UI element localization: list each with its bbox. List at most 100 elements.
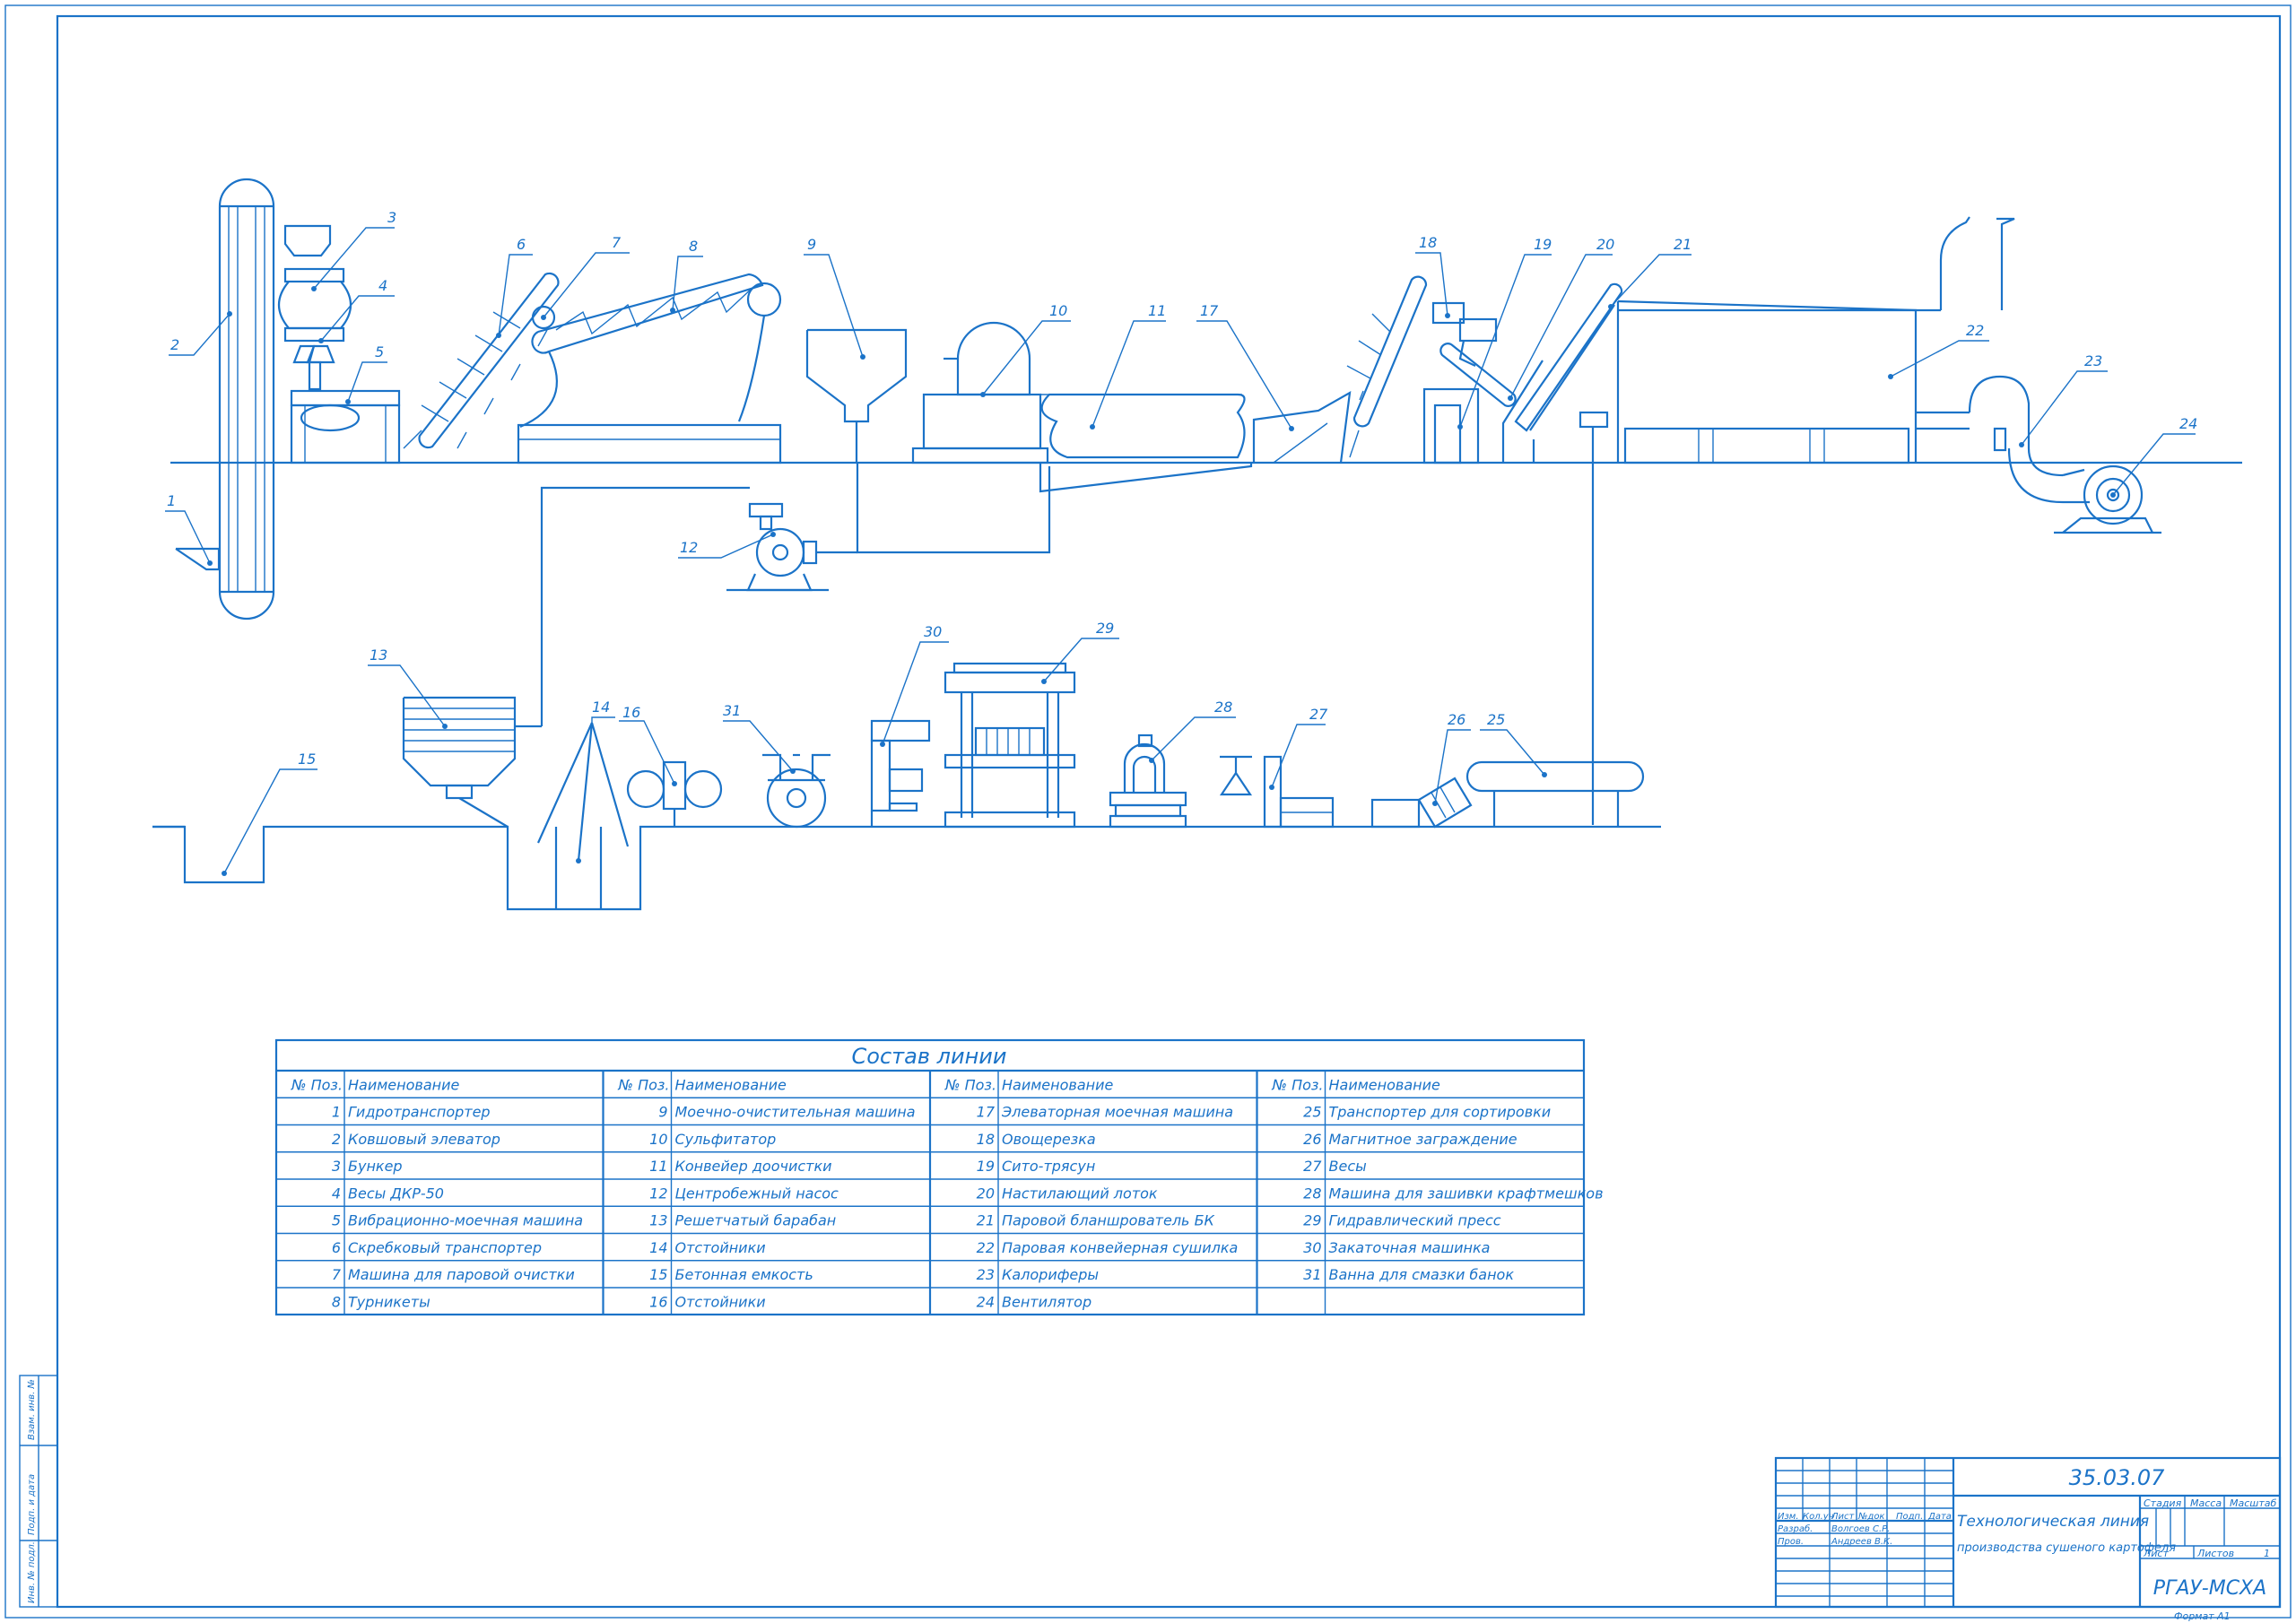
table-cell-no: 14 [649, 1239, 667, 1256]
tb-hdr-izm: Изм. [1778, 1512, 1799, 1522]
position-label-2: 2 [170, 336, 179, 353]
position-label-24: 24 [2179, 415, 2197, 432]
table-cell-name: Машина для зашивки крафтмешков [1329, 1185, 1604, 1202]
leader-17: 17 [1196, 302, 1294, 431]
table-cell-no: 11 [649, 1158, 667, 1175]
leader-18: 18 [1415, 234, 1450, 318]
leader-22: 22 [1888, 322, 1989, 379]
side-inv-podl: Инв. № подл. [27, 1541, 37, 1603]
equipment-22-conveyor-dryer [1616, 216, 2015, 464]
tb-format: Формат А1 [2174, 1610, 2231, 1622]
equipment-26-magnetic-barrier [1370, 777, 1473, 829]
table-header-name: Наименование [1329, 1076, 1440, 1093]
table-cell-name: Ковшовый элеватор [348, 1131, 500, 1148]
table-header-no: № Поз. [617, 1076, 669, 1093]
equipment-9-washing-machine [805, 328, 908, 463]
equipment-10-sulfitator [911, 321, 1049, 464]
table-cell-name: Вибрационно-моечная машина [348, 1212, 583, 1229]
position-label-25: 25 [1487, 711, 1505, 728]
leader-19: 19 [1457, 236, 1552, 430]
table-cell-name: Весы [1329, 1158, 1367, 1175]
equipment-16-settlers [626, 760, 723, 827]
equipment-23-calorifers [1968, 375, 2090, 504]
position-label-14: 14 [592, 699, 610, 716]
leader-27: 27 [1269, 706, 1328, 790]
table-cell-no: 29 [1303, 1212, 1321, 1229]
table-cell-name: Транспортер для сортировки [1329, 1104, 1552, 1121]
position-label-31: 31 [723, 702, 741, 719]
leader-24: 24 [2110, 415, 2197, 498]
tb-prov-name: Андреев В.К. [1831, 1537, 1892, 1547]
table-cell-no: 9 [658, 1104, 667, 1121]
leader-23: 23 [2019, 352, 2108, 447]
position-label-5: 5 [375, 343, 384, 360]
table-cell-name: Сульфитатор [675, 1131, 777, 1148]
equipment-1-hydrotransporter [175, 547, 221, 571]
leader-10: 10 [980, 302, 1071, 397]
table-cell-name: Отстойники [675, 1239, 766, 1256]
equipment-29-hydraulic-press [944, 662, 1076, 829]
tb-org: РГАУ-МСХА [2153, 1577, 2266, 1600]
leader-31: 31 [723, 702, 796, 774]
leader-12: 12 [678, 532, 776, 559]
position-label-15: 15 [298, 751, 316, 768]
leader-29: 29 [1041, 620, 1119, 684]
table-cell-no: 13 [649, 1212, 667, 1229]
side-vzam-inv: Взам. инв. № [27, 1379, 37, 1440]
leader-11: 11 [1090, 302, 1166, 430]
tb-hdr-data: Дата [1927, 1512, 1952, 1522]
position-label-7: 7 [612, 234, 622, 251]
tb-hdr-ndok: №док [1857, 1512, 1884, 1522]
table-cell-no: 16 [649, 1293, 667, 1310]
table-header-no: № Поз. [291, 1076, 343, 1093]
table-cell-no: 3 [332, 1158, 341, 1175]
side-stamp: Инв. № подл. Подп. и дата Взам. инв. № [19, 1375, 58, 1608]
position-label-17: 17 [1200, 302, 1219, 319]
table-cell-no: 1 [332, 1104, 341, 1121]
tb-stadiya: Стадия [2144, 1497, 2182, 1509]
table-cell-no: 25 [1303, 1104, 1321, 1121]
leader-9: 9 [804, 236, 865, 360]
table-cell-no: 27 [1303, 1158, 1322, 1175]
position-label-27: 27 [1309, 706, 1328, 723]
tb-title-line2: производства сушеного картофеля [1957, 1541, 2176, 1555]
leader-16: 16 [619, 704, 677, 786]
table-header-name: Наименование [348, 1076, 459, 1093]
table-header-no: № Поз. [1271, 1076, 1323, 1093]
table-cell-name: Овощерезка [1002, 1131, 1096, 1148]
table-cell-name: Ванна для смазки банок [1329, 1266, 1515, 1283]
table-cell-no: 12 [649, 1185, 667, 1202]
table-cell-name: Вентилятор [1002, 1293, 1091, 1310]
table-cell-name: Весы ДКР-50 [348, 1185, 444, 1202]
table-cell-no: 19 [977, 1158, 995, 1175]
position-label-18: 18 [1419, 234, 1437, 251]
tb-hdr-list: Лист [1831, 1512, 1856, 1522]
table-cell-name: Бетонная емкость [675, 1266, 813, 1283]
equipment-27-scales [1219, 755, 1335, 829]
table-cell-name: Моечно-очистительная машина [675, 1104, 916, 1121]
position-label-16: 16 [622, 704, 640, 721]
outer-frame [4, 4, 2292, 1619]
tb-massa: Масса [2190, 1497, 2222, 1509]
position-label-13: 13 [370, 647, 387, 664]
table-cell-name: Бункер [348, 1158, 403, 1175]
table-cell-name: Закаточная машинка [1329, 1239, 1491, 1256]
table-cell-name: Гидравлический пресс [1329, 1212, 1501, 1229]
position-label-26: 26 [1448, 711, 1465, 728]
position-label-22: 22 [1966, 322, 1984, 339]
tb-sheets-label: Листов [2196, 1548, 2234, 1559]
table-cell-no: 26 [1303, 1131, 1321, 1148]
equipment-3-5-bunker-scales-washer [277, 224, 401, 464]
table-cell-no: 17 [977, 1104, 996, 1121]
side-podp-data: Подп. и дата [27, 1474, 37, 1535]
tb-razrab-name: Волгоев С.Р. [1831, 1524, 1890, 1534]
leader-7: 7 [541, 234, 630, 320]
tb-razrab-label: Разраб. [1778, 1523, 1813, 1534]
table-cell-name: Магнитное заграждение [1329, 1131, 1518, 1148]
position-label-6: 6 [517, 236, 526, 253]
inner-frame [56, 14, 2282, 1609]
table-cell-no: 24 [977, 1293, 995, 1310]
leader-15: 15 [222, 751, 317, 876]
table-cell-name: Конвейер доочистки [675, 1158, 832, 1175]
